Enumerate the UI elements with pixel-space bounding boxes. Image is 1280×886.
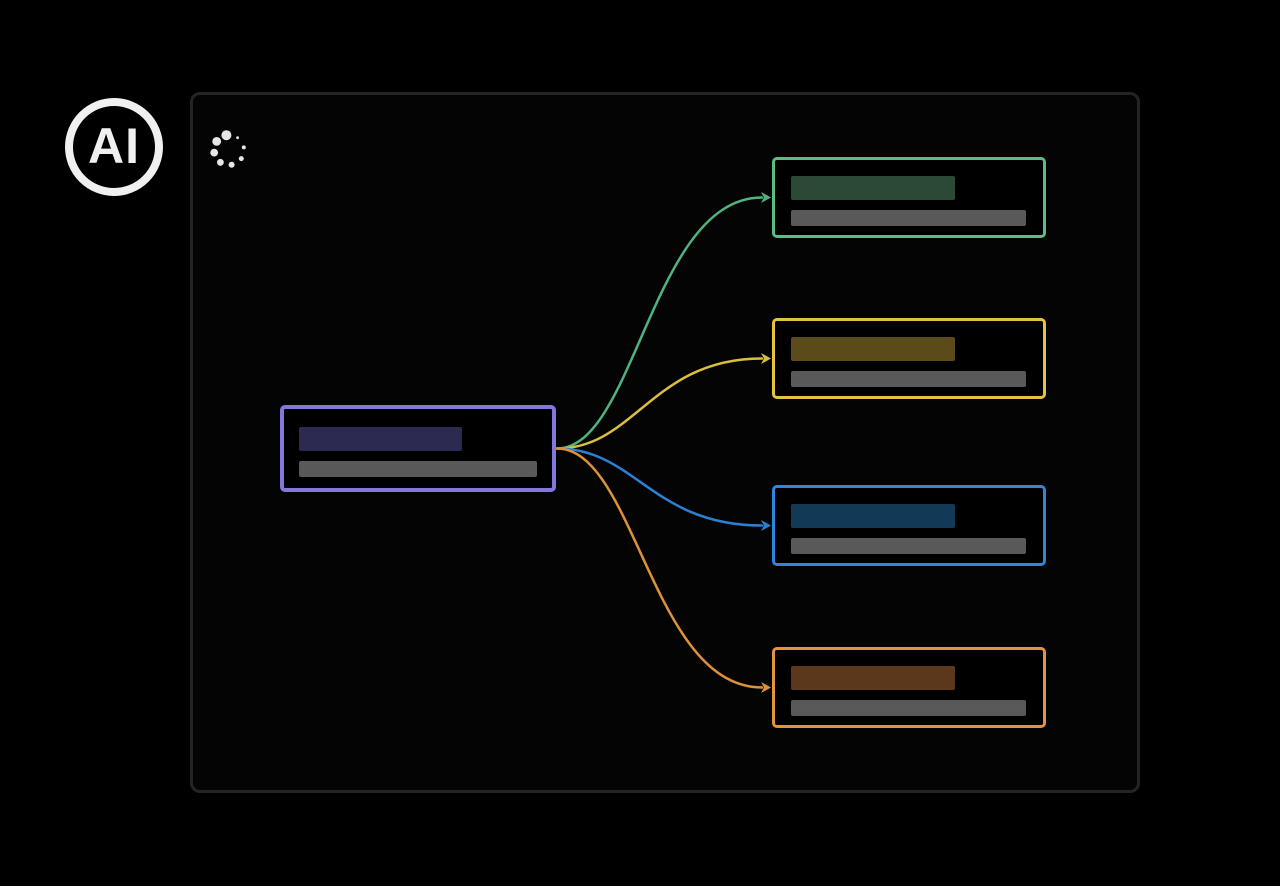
diagram-node-child-2[interactable] (772, 318, 1046, 399)
ai-logo: AI (65, 98, 163, 196)
node-text-placeholder-bar (299, 461, 537, 477)
diagram-node-child-4[interactable] (772, 647, 1046, 728)
node-title-placeholder-bar (791, 504, 955, 528)
diagram-node-root[interactable] (280, 405, 556, 492)
diagram-node-child-3[interactable] (772, 485, 1046, 566)
node-title-placeholder-bar (791, 337, 955, 361)
node-text-placeholder-bar (791, 538, 1026, 554)
node-title-placeholder-bar (299, 427, 462, 451)
node-text-placeholder-bar (791, 700, 1026, 716)
node-text-placeholder-bar (791, 371, 1026, 387)
node-title-placeholder-bar (791, 176, 955, 200)
node-title-placeholder-bar (791, 666, 955, 690)
node-text-placeholder-bar (791, 210, 1026, 226)
ai-logo-label: AI (88, 118, 140, 174)
diagram-node-child-1[interactable] (772, 157, 1046, 238)
